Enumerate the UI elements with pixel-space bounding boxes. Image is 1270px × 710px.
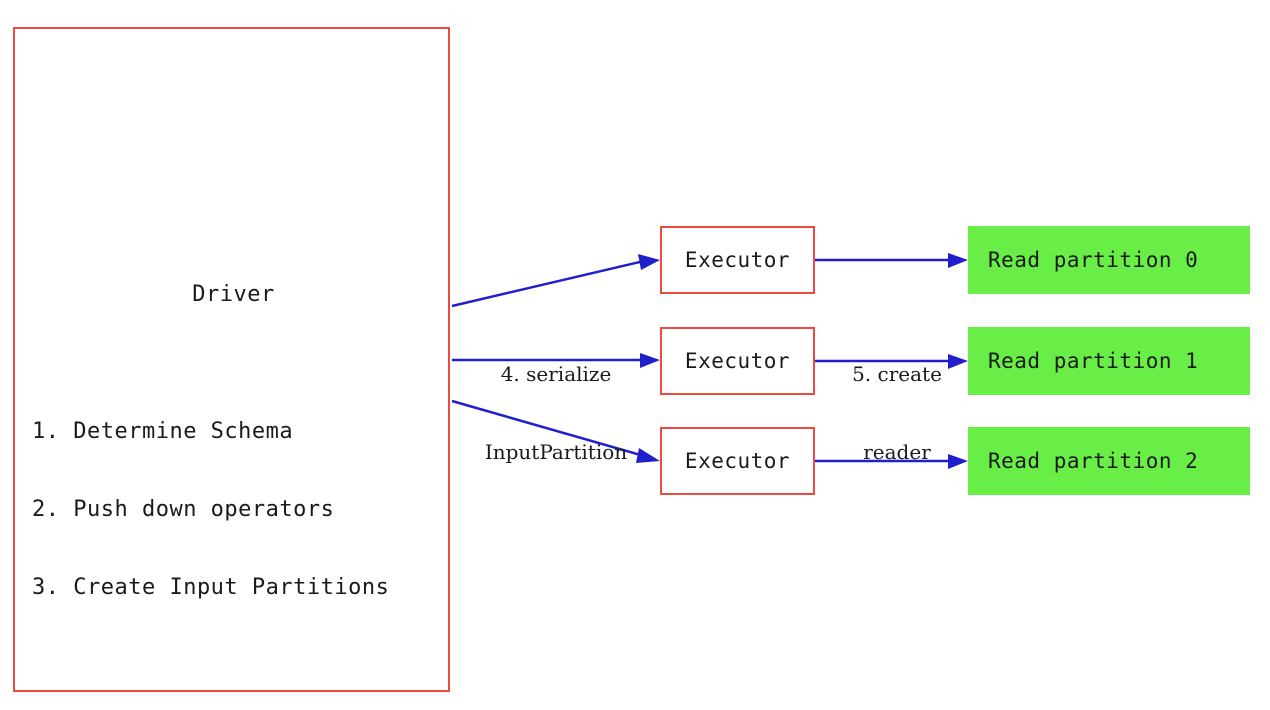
executor-box-1: Executor — [660, 327, 815, 395]
driver-step-2: 2. Push down operators — [32, 497, 335, 522]
edge-label-serialize: 4. serialize InputPartition — [456, 309, 656, 517]
driver-box: Driver 1. Determine Schema 2. Push down … — [13, 27, 450, 692]
executor-box-0: Executor — [660, 226, 815, 294]
arrow-executor-0-to-partition-0 — [815, 253, 968, 268]
driver-step-1: 1. Determine Schema — [32, 419, 294, 444]
read-partition-box-1: Read partition 1 — [968, 327, 1250, 395]
executor-label-2: Executor — [684, 449, 791, 473]
edge-label-create-reader-line2: reader — [863, 440, 931, 464]
edge-label-serialize-line2: InputPartition — [484, 440, 628, 464]
edge-label-serialize-line1: 4. serialize — [500, 362, 612, 386]
edge-label-create-reader: 5. create reader — [826, 309, 968, 517]
executor-label-0: Executor — [684, 248, 791, 272]
driver-step-3: 3. Create Input Partitions — [32, 575, 390, 600]
edge-label-create-reader-line1: 5. create — [852, 362, 942, 386]
executor-box-2: Executor — [660, 427, 815, 495]
driver-title: Driver — [192, 282, 275, 307]
arrow-driver-to-executor-0 — [451, 254, 660, 308]
read-partition-label-2: Read partition 2 — [988, 449, 1199, 473]
executor-label-1: Executor — [684, 349, 791, 373]
read-partition-label-1: Read partition 1 — [988, 349, 1199, 373]
read-partition-label-0: Read partition 0 — [988, 248, 1199, 272]
read-partition-box-2: Read partition 2 — [968, 427, 1250, 495]
read-partition-box-0: Read partition 0 — [968, 226, 1250, 294]
driver-steps-list: 1. Determine Schema 2. Push down operato… — [32, 367, 389, 653]
